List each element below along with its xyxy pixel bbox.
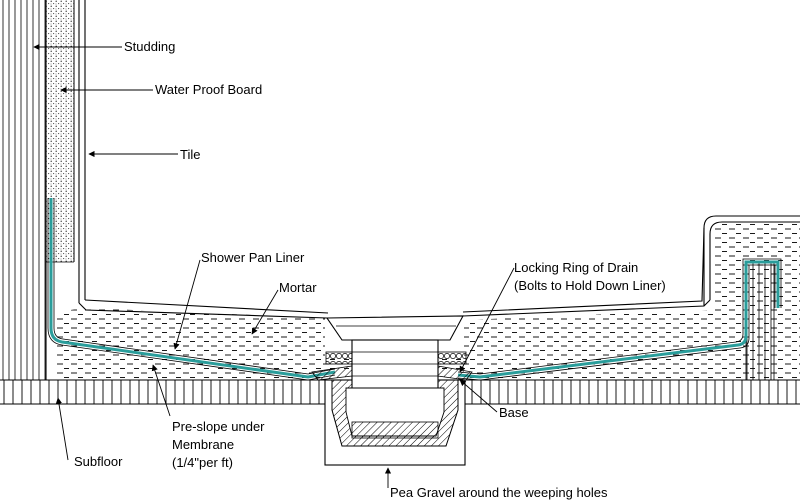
label-pea-gravel: Pea Gravel around the weeping holes	[390, 485, 608, 500]
shower-pan-liner-outline	[47, 198, 336, 381]
label-preslope-line3: (1/4"per ft)	[172, 455, 233, 470]
shower-pan-liner	[49, 198, 336, 379]
label-preslope-line1: Pre-slope under	[172, 419, 265, 434]
drain-strainer	[325, 315, 464, 341]
label-mortar: Mortar	[279, 280, 317, 295]
callouts: Studding Water Proof Board Tile Shower P…	[33, 39, 666, 500]
label-shower-pan-liner: Shower Pan Liner	[201, 250, 305, 265]
label-tile: Tile	[180, 147, 200, 162]
label-subfloor: Subfloor	[74, 454, 123, 469]
label-locking-ring-line2: (Bolts to Hold Down Liner)	[514, 278, 666, 293]
studding-wall	[0, 0, 47, 380]
shower-pan-liner-right-outline	[457, 258, 782, 381]
label-locking-ring-line1: Locking Ring of Drain	[514, 260, 638, 275]
drain-assembly	[311, 315, 473, 466]
mortar-bed	[56, 222, 800, 380]
wall-tile	[78, 0, 86, 303]
label-preslope-line2: Membrane	[172, 437, 234, 452]
label-studding: Studding	[124, 39, 175, 54]
label-base: Base	[499, 405, 529, 420]
label-waterproof-board: Water Proof Board	[155, 82, 262, 97]
shower-pan-liner-right	[457, 260, 780, 379]
